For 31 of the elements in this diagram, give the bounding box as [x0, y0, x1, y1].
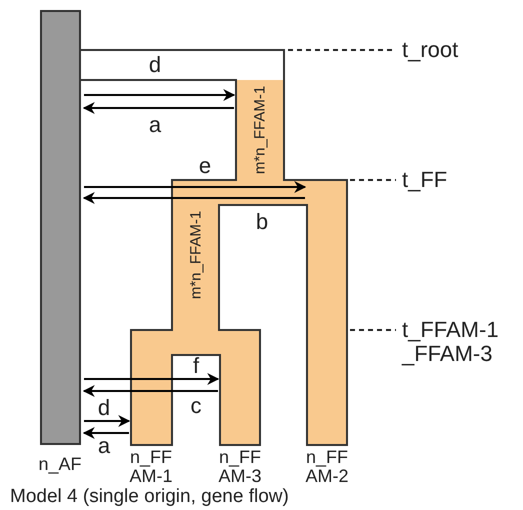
edge-label: a [96, 435, 112, 457]
migration-arrow [82, 385, 218, 397]
migration-arrow [84, 373, 220, 385]
population-branch [307, 180, 347, 445]
migration-arrow [82, 192, 305, 204]
migration-arrow [82, 427, 129, 439]
migration-arrow [84, 181, 306, 193]
migration-arrow [82, 102, 234, 114]
edge-label: e [198, 155, 212, 177]
population-branch [220, 355, 260, 445]
edge-label: b [254, 211, 270, 233]
population-label: n_AF [37, 455, 83, 474]
migration-arrow [84, 415, 130, 427]
ancestral-population-segment [236, 80, 284, 180]
edge-label: f [192, 355, 200, 377]
time-label: t_root [402, 38, 460, 62]
time-label: t_FFAM-1 _FFAM-3 [402, 318, 500, 366]
population-label: n_FF AM-2 [304, 448, 350, 486]
population-label: n_FF AM-3 [217, 448, 262, 486]
population-label: n_FF AM-1 [128, 448, 174, 486]
edge-label: c [190, 395, 202, 417]
edge-label: a [148, 114, 162, 136]
edge-label: d [148, 54, 162, 76]
caption: Model 4 (single origin, gene flow) [10, 486, 289, 508]
population-branch [131, 399, 172, 445]
time-label: t_FF [402, 168, 448, 192]
population-size-label: m*n_FFAM-1 [188, 210, 204, 300]
migration-arrow [84, 89, 236, 101]
edge-label: d [96, 397, 112, 419]
population-size-label: m*n_FFAM-1 [252, 86, 268, 174]
population-bar [40, 10, 81, 445]
